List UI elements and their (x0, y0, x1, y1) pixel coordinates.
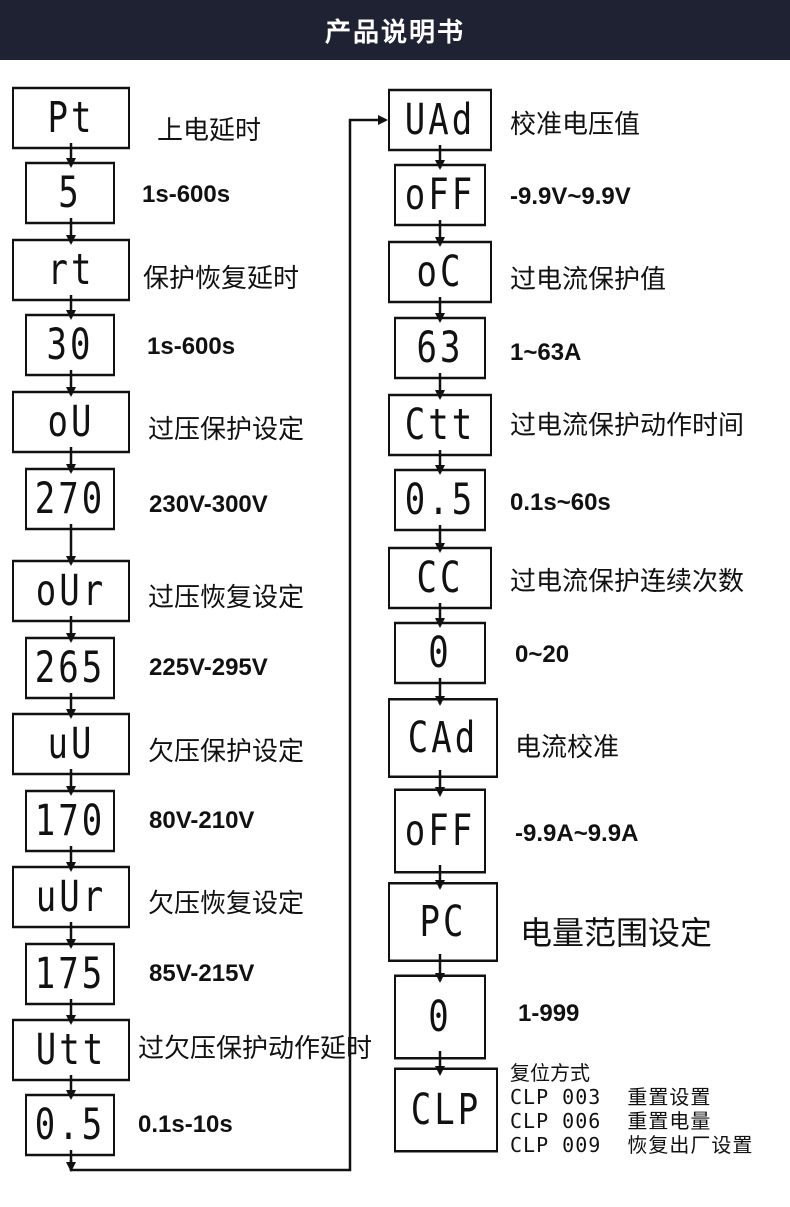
display-rt: rt (12, 238, 130, 302)
label-recovery-delay: 保护恢复延时 (143, 264, 300, 294)
display-63: 63 (394, 316, 486, 380)
display-pc: PC (388, 882, 498, 962)
label-range-action-time: 0.1s~60s (510, 489, 611, 516)
display-0-5-left: 0.5 (25, 1093, 115, 1157)
display-off-voltage: oFF (394, 163, 486, 227)
display-utt: Utt (12, 1018, 130, 1082)
display-0-energy: 0 (394, 974, 486, 1060)
label-voltage-action-delay: 过欠压保护动作延时 (138, 1034, 373, 1064)
reset-line-009: CLP 009 恢复出厂设置 (510, 1133, 754, 1157)
label-overcurrent-action-time: 过电流保护动作时间 (510, 411, 745, 441)
label-overvoltage-setting: 过压保护设定 (148, 415, 305, 445)
display-clp: CLP (394, 1067, 498, 1153)
label-power-on-delay: 上电延时 (157, 116, 262, 146)
label-range-energy: 1-999 (518, 1000, 580, 1027)
display-oc: oC (388, 240, 492, 304)
label-energy-range: 电量范围设定 (520, 914, 713, 952)
label-range-power-on: 1s-600s (142, 181, 231, 208)
label-overcurrent-count: 过电流保护连续次数 (510, 567, 745, 597)
label-range-voltage-action: 0.1s-10s (138, 1111, 233, 1138)
label-current-calibration: 电流校准 (515, 733, 620, 763)
display-off-current: oFF (394, 788, 486, 874)
display-0-5-right: 0.5 (394, 468, 486, 532)
label-overvoltage-recovery: 过压恢复设定 (148, 583, 305, 613)
display-pt: Pt (12, 86, 130, 150)
label-range-undervoltage: 80V-210V (149, 807, 255, 834)
display-uad: UAd (388, 88, 492, 152)
label-range-current-cal: -9.9A~9.9A (515, 820, 639, 847)
display-cc: CC (388, 546, 492, 610)
display-uur: uUr (12, 865, 130, 929)
display-cad: CAd (388, 698, 498, 778)
label-range-overvoltage-recovery: 225V-295V (149, 654, 268, 681)
display-175: 175 (25, 942, 115, 1006)
label-range-voltage-cal: -9.9V~9.9V (510, 183, 631, 210)
reset-line-003: CLP 003 重置设置 (510, 1085, 712, 1109)
label-voltage-calibration: 校准电压值 (510, 110, 641, 140)
label-range-count: 0~20 (515, 641, 570, 668)
label-undervoltage-recovery: 欠压恢复设定 (148, 889, 305, 919)
reset-line-006: CLP 006 重置电量 (510, 1109, 712, 1133)
display-ctt: Ctt (388, 393, 492, 457)
display-265: 265 (25, 636, 115, 700)
display-170: 170 (25, 789, 115, 853)
label-range-overcurrent: 1~63A (510, 339, 582, 366)
display-0-count: 0 (394, 621, 486, 685)
display-270: 270 (25, 467, 115, 531)
display-uu: uU (12, 712, 130, 776)
label-overcurrent-value: 过电流保护值 (510, 265, 667, 295)
page-header: 产品说明书 (0, 0, 790, 60)
label-range-overvoltage: 230V-300V (149, 491, 268, 518)
label-range-recovery: 1s-600s (147, 333, 236, 360)
display-ou: oU (12, 390, 130, 454)
display-5: 5 (25, 161, 115, 225)
display-our: oUr (12, 559, 130, 623)
label-range-undervoltage-recovery: 85V-215V (149, 960, 255, 987)
page-title: 产品说明书 (324, 17, 465, 48)
reset-title: 复位方式 (510, 1061, 590, 1085)
label-undervoltage-setting: 欠压保护设定 (148, 737, 305, 767)
display-30: 30 (25, 313, 115, 377)
